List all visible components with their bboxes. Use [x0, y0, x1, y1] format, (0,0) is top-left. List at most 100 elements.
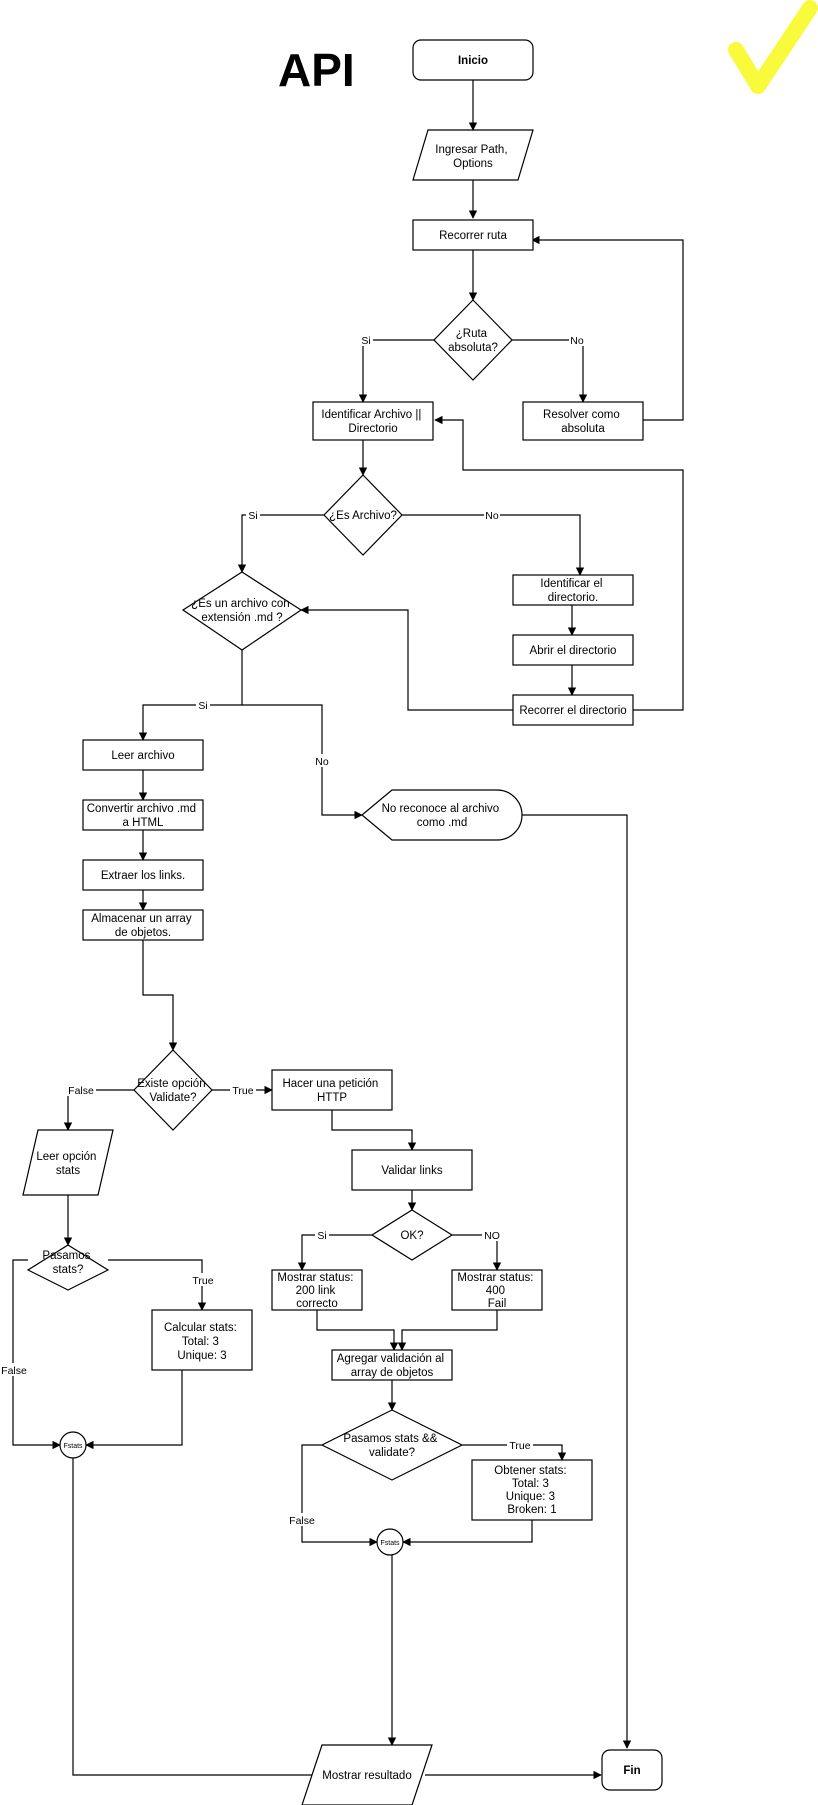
node-fstats2-text: Fstats: [380, 1540, 400, 1547]
node-status200: Mostrar status: 200 link correcto: [271, 1269, 363, 1311]
label-no-ruta: No: [570, 335, 584, 347]
node-recorrer-ruta: Recorrer ruta: [412, 219, 534, 251]
label-si-md: Si: [198, 700, 207, 712]
node-resolver-text: Resolver como absoluta: [543, 409, 623, 435]
edge-labels: Si No Si No Si No True False Si NO True …: [0, 333, 585, 1527]
node-fin: Fin: [601, 1749, 663, 1791]
check-mark-icon: [728, 0, 818, 94]
node-status400: Mostrar status: 400 Fail: [451, 1269, 543, 1311]
edge-recorrer-dir-es-md: [300, 605, 513, 711]
edge-calcular-fstats1: [85, 1370, 183, 1450]
node-calcular-text: Calcular stats: Total: 3 Unique: 3: [164, 1322, 240, 1362]
node-pasamos-stats-validate: Pasamos stats && validate?: [320, 1409, 464, 1481]
edge-es-archivo-no: [402, 514, 585, 576]
node-obtener-text: Obtener stats: Total: 3 Unique: 3 Broken…: [494, 1465, 569, 1516]
node-calcular: Calcular stats: Total: 3 Unique: 3: [151, 1309, 253, 1371]
edge-no-reconoce-fin: [522, 814, 632, 1749]
label-true-sv: True: [509, 1440, 530, 1452]
node-mostrar: Mostrar resultado: [301, 1744, 433, 1805]
node-fstats1: Fstats: [59, 1431, 87, 1459]
node-convertir: Convertir archivo .md a HTML: [82, 799, 204, 831]
label-false-validate: False: [68, 1085, 94, 1097]
node-es-md-text: ¿Es un archivo con extensión .md ?: [191, 598, 293, 624]
node-leer-text: Leer archivo: [111, 750, 174, 762]
node-no-reconoce-text: No reconoce al archivo como .md: [382, 803, 503, 829]
node-mostrar-text: Mostrar resultado: [322, 1770, 411, 1782]
node-identificar-text: Identificar Archivo || Directorio: [321, 409, 424, 435]
node-abrir-dir-text: Abrir el directorio: [530, 645, 617, 657]
edge-es-archivo-si: [237, 514, 324, 573]
node-almacenar-text: Almacenar un array de objetos.: [91, 913, 195, 939]
node-abrir-dir: Abrir el directorio: [512, 634, 634, 666]
edge-es-md-no: [242, 704, 363, 820]
label-false-sv: False: [289, 1515, 315, 1527]
edge-ruta-absoluta-si: [358, 339, 434, 403]
edge-fstats1-mostrar: [72, 1458, 321, 1780]
edge-pasamos-false: [12, 1259, 61, 1450]
edge-ok-si: [297, 1234, 372, 1271]
edge-recorrer-dir-identificar: [434, 415, 684, 711]
node-ruta-absoluta: ¿Ruta absoluta?: [433, 299, 513, 381]
node-fin-text: Fin: [623, 1765, 640, 1777]
label-si-ruta: Si: [361, 335, 370, 347]
edge-status200-agregar: [316, 1310, 399, 1351]
node-leer: Leer archivo: [82, 739, 204, 771]
node-extraer-text: Extraer los links.: [101, 870, 185, 882]
node-fstats1-text: Fstats: [63, 1443, 83, 1450]
edge-almacenar-validate: [142, 940, 178, 1051]
node-peticion-text: Hacer una petición HTTP: [282, 1078, 381, 1104]
node-leer-stats-text: Leer opción stats: [36, 1151, 99, 1177]
label-si-ok: Si: [317, 1230, 326, 1242]
edges: [12, 80, 684, 1780]
node-es-archivo: ¿Es Archivo?: [323, 474, 403, 556]
node-agregar-text: Agregar validación al array de objetos: [337, 1353, 448, 1379]
node-validar-links-text: Validar links: [381, 1165, 442, 1177]
edge-status400-agregar: [397, 1310, 498, 1351]
node-pasamos-stats-validate-text: Pasamos stats && validate?: [343, 1433, 440, 1459]
node-fstats2: Fstats: [376, 1528, 404, 1556]
node-inicio: Inicio: [412, 39, 534, 81]
node-ok-text: OK?: [400, 1230, 423, 1242]
node-identificar: Identificar Archivo || Directorio: [312, 401, 434, 441]
node-es-md: ¿Es un archivo con extensión .md ?: [181, 571, 303, 651]
label-no-archivo: No: [485, 510, 499, 522]
node-recorrer-ruta-text: Recorrer ruta: [439, 230, 507, 242]
node-validar-links: Validar links: [351, 1149, 473, 1191]
edge-sv-true: [462, 1444, 567, 1461]
node-leer-stats: Leer opción stats: [22, 1129, 114, 1196]
node-extraer: Extraer los links.: [82, 859, 204, 891]
node-resolver: Resolver como absoluta: [522, 401, 644, 441]
nodes: Inicio Ingresar Path, Options Recorrer r…: [22, 39, 663, 1805]
node-agregar: Agregar validación al array de objetos: [331, 1349, 453, 1381]
node-es-archivo-text: ¿Es Archivo?: [329, 510, 397, 522]
node-status200-text: Mostrar status: 200 link correcto: [277, 1272, 356, 1310]
node-no-reconoce: No reconoce al archivo como .md: [361, 789, 523, 841]
edge-sv-false: [301, 1444, 378, 1547]
label-false-pasamos: False: [1, 1365, 27, 1377]
edge-ruta-absoluta-no: [512, 339, 588, 403]
node-status400-text: Mostrar status: 400 Fail: [457, 1272, 536, 1310]
node-pasamos-stats-text: Pasamos stats?: [42, 1250, 93, 1276]
node-inicio-text: Inicio: [458, 55, 488, 67]
node-almacenar: Almacenar un array de objetos.: [82, 909, 204, 941]
node-ident-dir-text: Identificar el directorio.: [540, 578, 605, 604]
edge-resolver-loop: [531, 235, 684, 421]
node-ruta-absoluta-text: ¿Ruta absoluta?: [448, 328, 498, 354]
node-pasamos-stats: Pasamos stats?: [26, 1244, 110, 1291]
node-recorrer-dir: Recorrer el directorio: [512, 694, 634, 726]
label-true-pasamos: True: [192, 1275, 213, 1287]
edge-pasamos-true: [108, 1259, 207, 1311]
node-ident-dir: Identificar el directorio.: [512, 574, 634, 606]
node-validate-text: Existe opción Validate?: [137, 1078, 209, 1104]
node-ok: OK?: [370, 1209, 454, 1261]
node-obtener: Obtener stats: Total: 3 Unique: 3 Broken…: [471, 1459, 593, 1521]
edge-es-md-si: [138, 650, 243, 741]
label-true-validate: True: [232, 1085, 253, 1097]
node-ingresar-text: Ingresar Path, Options: [435, 144, 510, 170]
node-recorrer-dir-text: Recorrer el directorio: [519, 705, 626, 717]
label-no-md: No: [315, 756, 329, 768]
edge-obtener-fstats2: [402, 1520, 533, 1547]
edge-peticion-validar: [331, 1110, 417, 1151]
node-validate: Existe opción Validate?: [133, 1049, 213, 1131]
